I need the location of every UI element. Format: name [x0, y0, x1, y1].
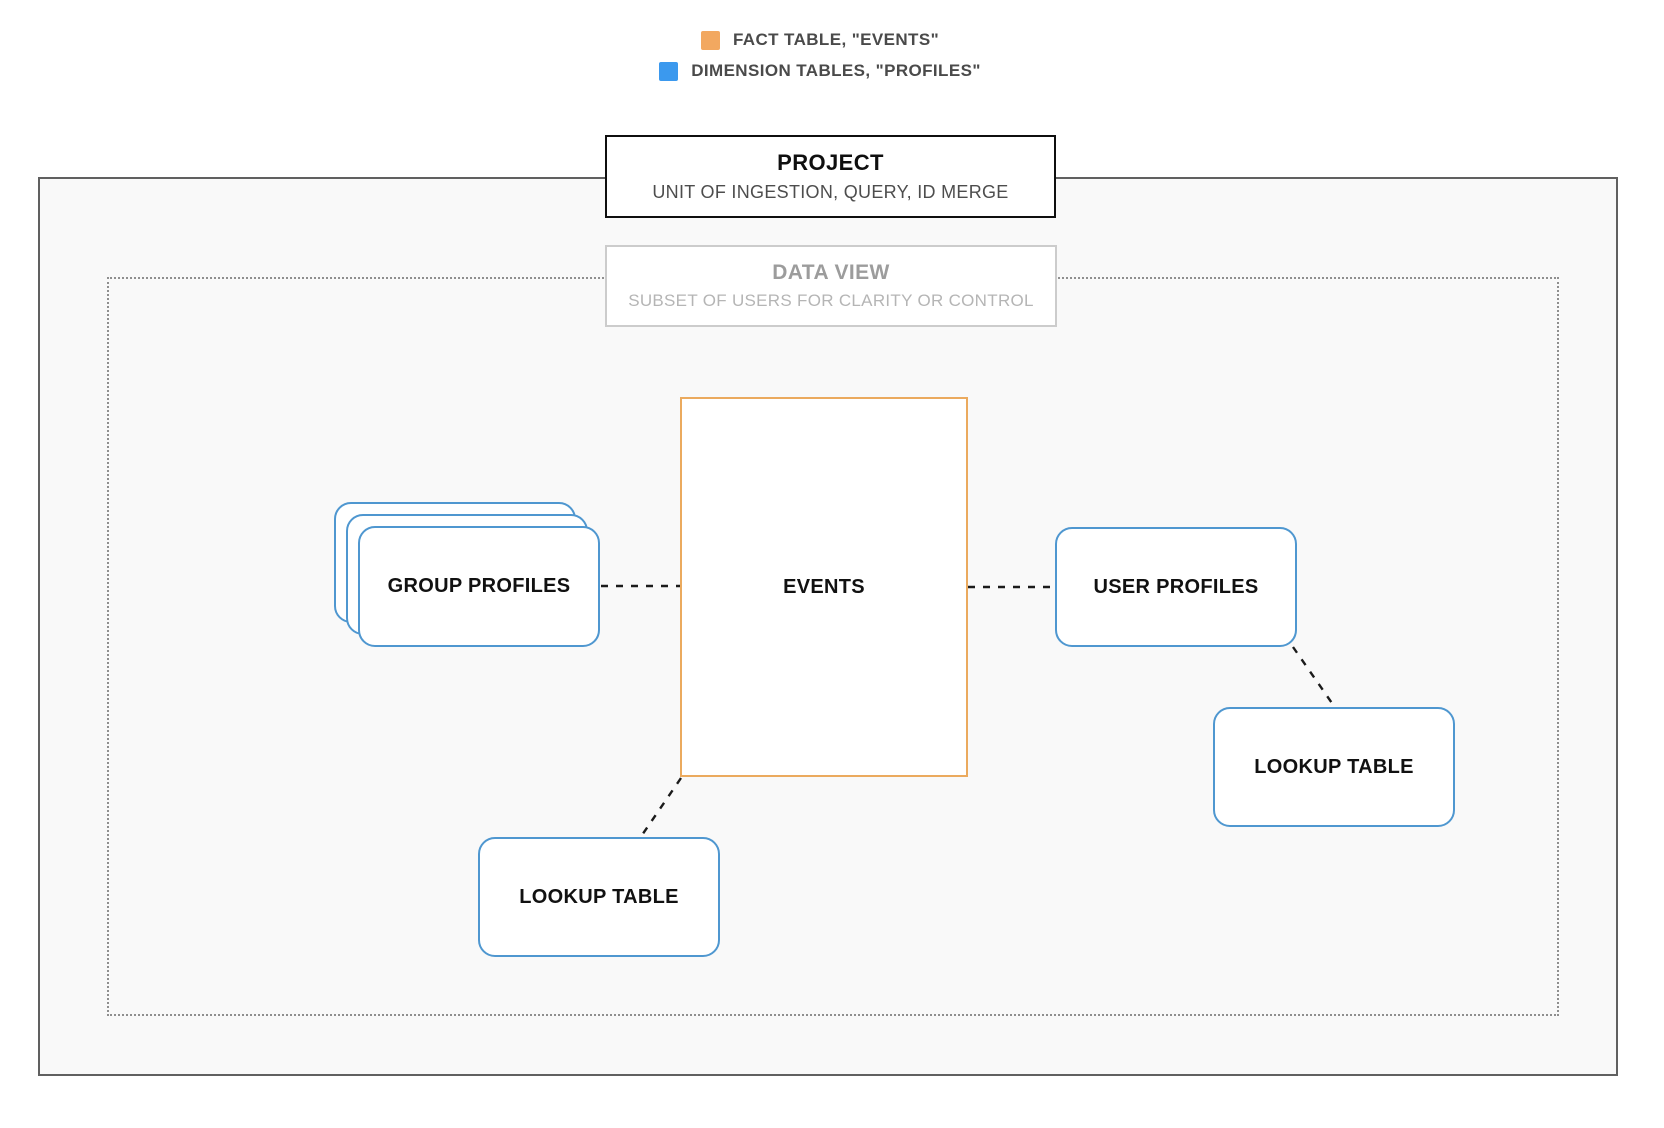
legend: FACT TABLE, "EVENTS" DIMENSION TABLES, "… [0, 30, 1640, 81]
node-group-profiles: GROUP PROFILES [358, 526, 600, 647]
dimension-tables-color-swatch [659, 61, 679, 81]
node-lookup-table-right-label: LOOKUP TABLE [1254, 755, 1414, 778]
legend-label-dimension-tables: DIMENSION TABLES, "PROFILES" [691, 61, 981, 80]
data-view-header: DATA VIEW SUBSET OF USERS FOR CLARITY OR… [605, 245, 1057, 327]
project-header: PROJECT UNIT OF INGESTION, QUERY, ID MER… [605, 135, 1056, 218]
node-user-profiles: USER PROFILES [1055, 527, 1297, 647]
data-view-subtitle: SUBSET OF USERS FOR CLARITY OR CONTROL [628, 291, 1034, 310]
data-view-title: DATA VIEW [772, 261, 890, 284]
legend-item-dimension-tables: DIMENSION TABLES, "PROFILES" [659, 61, 981, 81]
legend-label-fact-table: FACT TABLE, "EVENTS" [732, 30, 940, 49]
node-events: EVENTS [680, 397, 968, 777]
node-user-profiles-label: USER PROFILES [1093, 575, 1259, 598]
project-title: PROJECT [777, 150, 884, 175]
node-lookup-table-bottom-label: LOOKUP TABLE [519, 885, 679, 908]
node-group-profiles-label: GROUP PROFILES [387, 575, 571, 597]
node-lookup-table-bottom: LOOKUP TABLE [478, 837, 720, 957]
legend-item-fact-table: FACT TABLE, "EVENTS" [700, 30, 940, 50]
project-subtitle: UNIT OF INGESTION, QUERY, ID MERGE [652, 182, 1009, 202]
fact-table-color-swatch [700, 30, 720, 50]
node-events-label: EVENTS [783, 575, 865, 598]
node-lookup-table-right: LOOKUP TABLE [1213, 707, 1455, 827]
